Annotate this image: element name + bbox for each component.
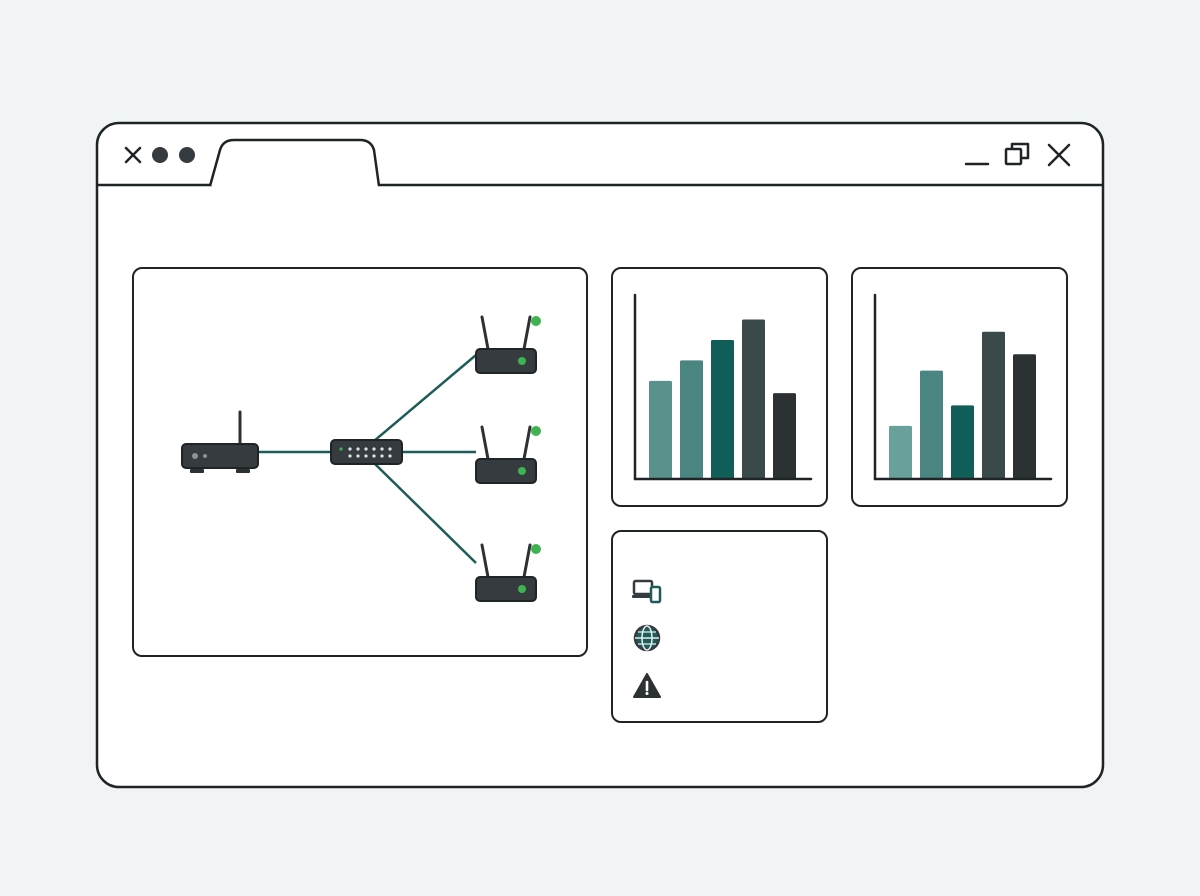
minimize-icon[interactable]: [962, 145, 992, 169]
topology-diagram: [181, 315, 541, 602]
bar-2: [920, 370, 943, 479]
bar-chart-a: [633, 293, 813, 481]
network-topology-panel: [132, 267, 588, 657]
bar-4: [982, 331, 1005, 479]
window-dot-icon[interactable]: [150, 145, 170, 165]
bar-3: [711, 339, 734, 479]
bar-2: [680, 360, 703, 479]
browser-tab: [208, 138, 381, 187]
window-close-icon[interactable]: [1045, 142, 1073, 168]
devices-icon[interactable]: [631, 576, 663, 608]
bar-1: [649, 380, 672, 479]
link-switch-router-3: [373, 462, 477, 564]
chart-panel-a: [611, 267, 828, 507]
bar-chart-b: [873, 293, 1053, 481]
status-led-online: [531, 426, 541, 436]
bar-5: [1013, 354, 1036, 479]
window-dot-icon[interactable]: [177, 145, 197, 165]
chart-panel-b: [851, 267, 1068, 507]
status-led-online: [531, 316, 541, 326]
status-led-online: [531, 544, 541, 554]
modem-icon[interactable]: [181, 410, 259, 473]
globe-icon[interactable]: [631, 622, 663, 654]
wifi-router-icon[interactable]: [475, 425, 537, 484]
wifi-router-icon[interactable]: [475, 543, 537, 602]
warning-icon[interactable]: [631, 670, 663, 702]
restore-icon[interactable]: [1002, 140, 1034, 168]
bar-3: [951, 405, 974, 479]
switch-icon[interactable]: [330, 439, 403, 465]
bar-5: [773, 393, 796, 479]
close-x-icon[interactable]: [122, 145, 144, 165]
status-panel: [611, 530, 828, 723]
wifi-router-icon[interactable]: [475, 315, 537, 374]
link-switch-router-1: [373, 354, 477, 442]
bar-1: [889, 425, 912, 479]
bar-4: [742, 319, 765, 479]
